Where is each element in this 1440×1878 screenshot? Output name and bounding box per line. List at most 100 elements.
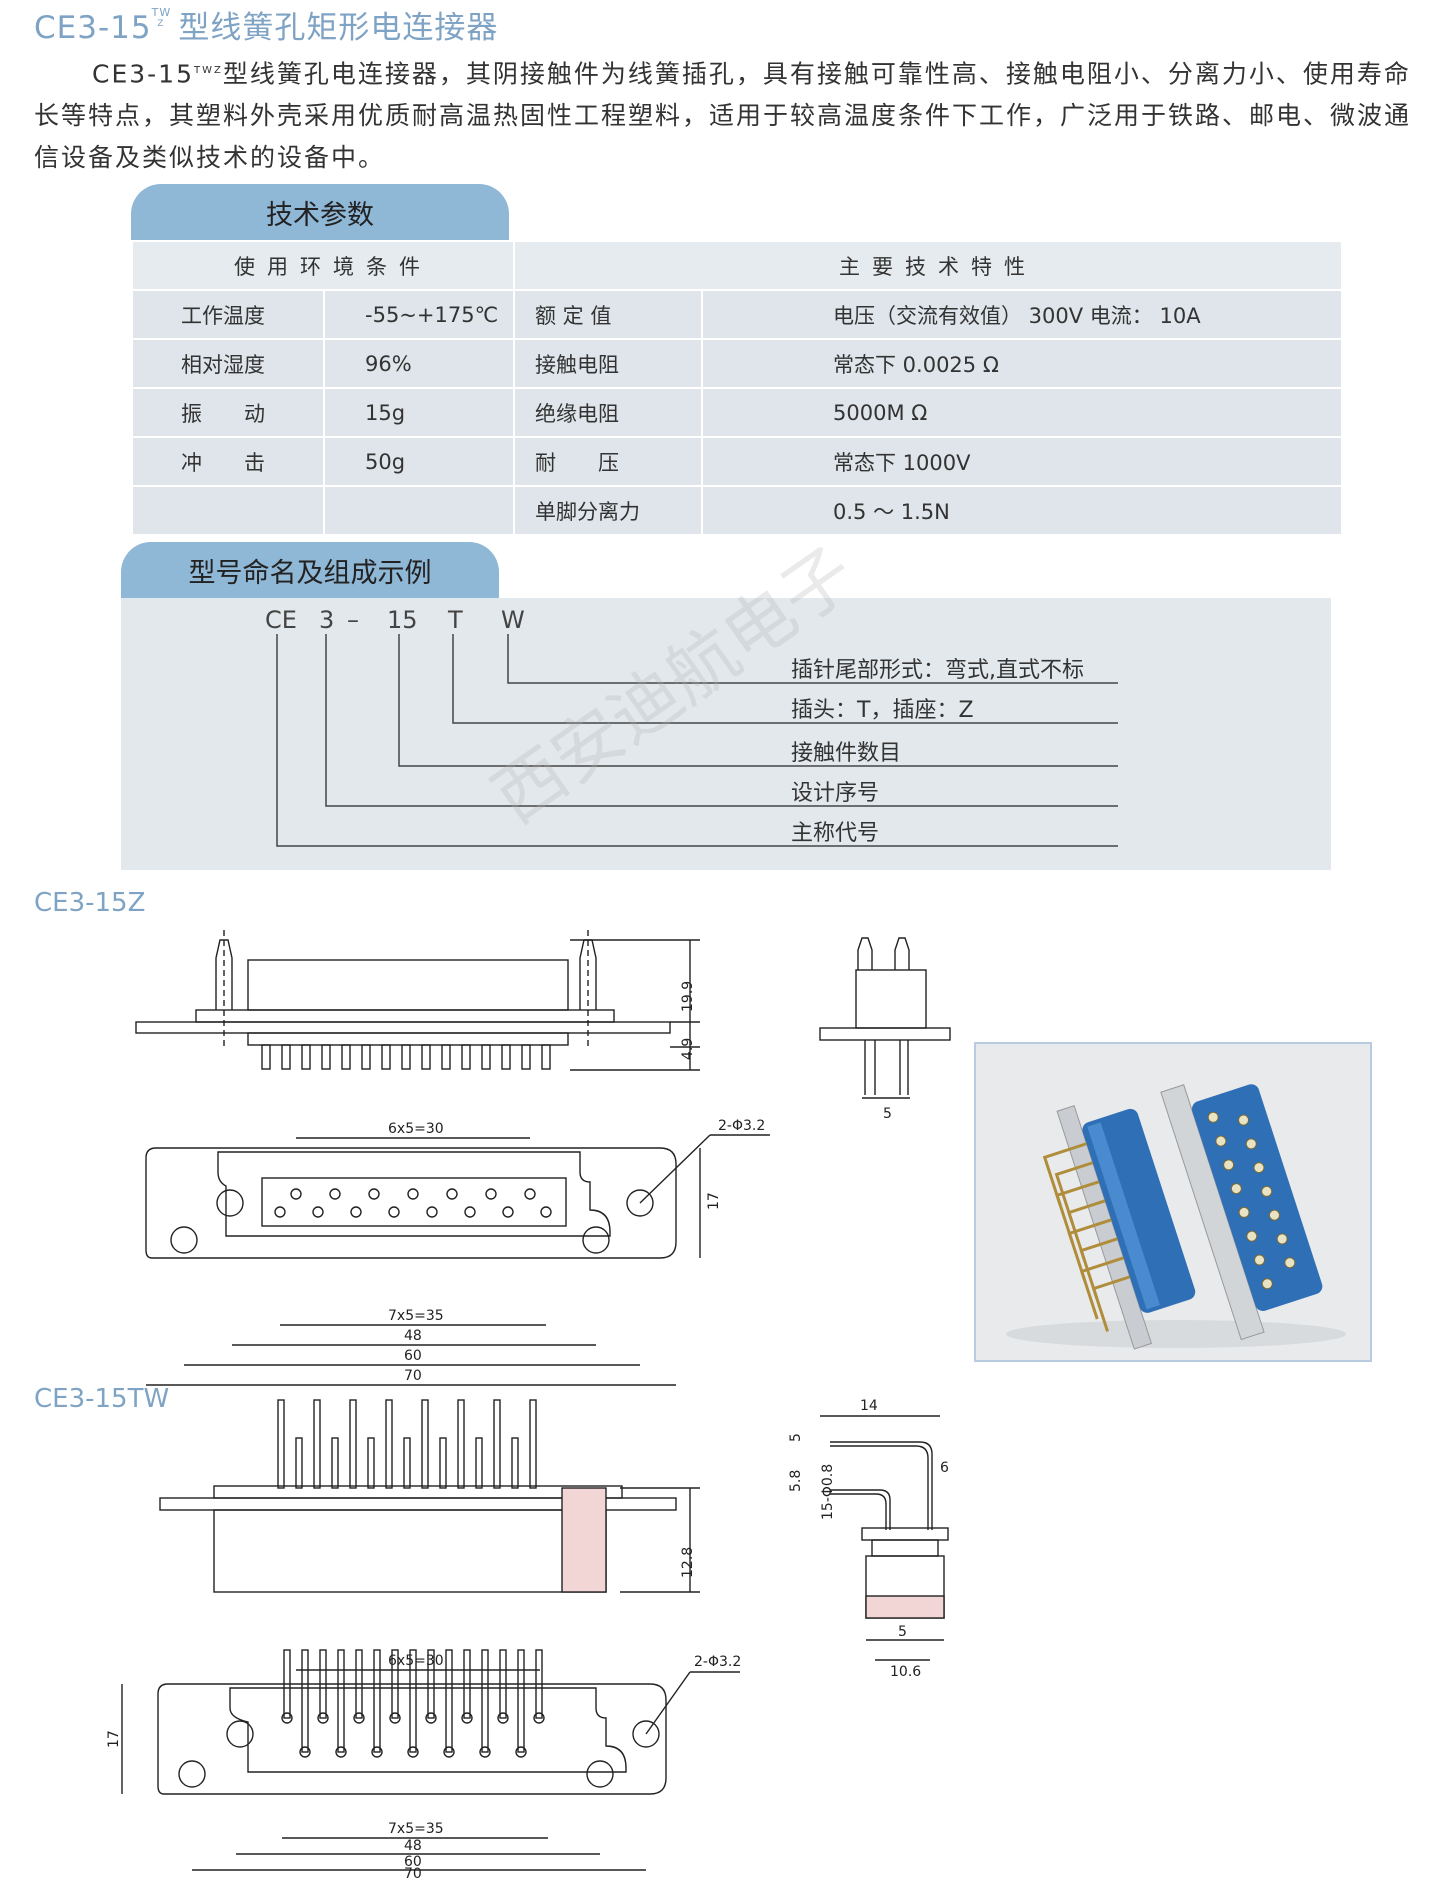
char-header: 主要技术特性 bbox=[513, 240, 1343, 291]
dim-holes: 2-Φ3.2 bbox=[718, 1118, 765, 1134]
char-name: 单脚分离力 bbox=[513, 485, 703, 536]
tail-pin bbox=[341, 1044, 351, 1070]
env-value: -55~+175℃ bbox=[323, 289, 515, 340]
env-name: 工作温度 bbox=[131, 289, 325, 340]
dim-b5: 5 bbox=[898, 1624, 907, 1640]
contact-hole bbox=[407, 1188, 419, 1200]
char-value: 常态下 1000V bbox=[701, 436, 1343, 487]
contact-hole bbox=[368, 1188, 380, 1200]
front-pin-hole bbox=[281, 1712, 293, 1724]
tail-pin bbox=[501, 1044, 511, 1070]
tail-pin bbox=[361, 1044, 371, 1070]
char-name: 绝缘电阻 bbox=[513, 387, 703, 438]
contact-hole bbox=[524, 1188, 536, 1200]
dim-15: 15-Φ0.8 bbox=[820, 1464, 836, 1520]
dim-row1: 6x5=30 bbox=[388, 1653, 444, 1669]
char-value: 电压（交流有效值） 300V 电流： 10A bbox=[701, 289, 1343, 340]
naming-desc: 插头：T，插座：Z bbox=[791, 698, 974, 723]
front-pin bbox=[355, 1649, 363, 1719]
char-value: 5000M Ω bbox=[701, 387, 1343, 438]
dim-row2: 7x5=35 bbox=[388, 1821, 444, 1837]
contact-hole bbox=[485, 1188, 497, 1200]
char-name: 接触电阻 bbox=[513, 338, 703, 389]
upright-pin bbox=[277, 1399, 285, 1489]
intro-model: CE3-15 bbox=[92, 59, 194, 89]
upright-pin bbox=[367, 1437, 375, 1489]
env-name bbox=[131, 485, 325, 536]
env-value: 96% bbox=[323, 338, 515, 389]
naming-leader-lines bbox=[276, 634, 1118, 847]
contact-hole bbox=[350, 1206, 362, 1218]
front-pin-hole bbox=[425, 1712, 437, 1724]
dim-row2: 7x5=35 bbox=[388, 1308, 444, 1324]
code-part: CE bbox=[265, 606, 297, 634]
tail-pin bbox=[401, 1044, 411, 1070]
spec-header-row: 使用环境条件 主要技术特性 bbox=[131, 240, 1343, 291]
dim-6: 6 bbox=[940, 1460, 949, 1476]
dim-b106: 10.6 bbox=[890, 1664, 921, 1680]
dim-height: 19.9 bbox=[680, 981, 696, 1012]
spec-tab-label: 技术参数 bbox=[266, 199, 374, 231]
photo-illustration bbox=[976, 1044, 1370, 1360]
upright-pin bbox=[421, 1399, 429, 1489]
env-name: 振 动 bbox=[131, 387, 325, 438]
upright-pin bbox=[493, 1399, 501, 1489]
front-pin bbox=[517, 1649, 525, 1753]
spec-tab: 技术参数 bbox=[131, 184, 509, 240]
drawing-ce3-15tw: 14 5 5.8 15-Φ0.8 6 12.8 5 10.6 6x5=30 2-… bbox=[106, 1398, 949, 1878]
dim-side: 5 bbox=[883, 1106, 892, 1122]
front-pin bbox=[499, 1649, 507, 1719]
front-pin-hole bbox=[461, 1712, 473, 1724]
env-name: 冲 击 bbox=[131, 436, 325, 487]
front-pin bbox=[391, 1649, 399, 1719]
env-value bbox=[323, 485, 515, 536]
code-part: T bbox=[447, 606, 463, 634]
title-model: CE3-15 bbox=[34, 10, 152, 46]
env-name: 相对湿度 bbox=[131, 338, 325, 389]
tail-pins bbox=[261, 1044, 551, 1070]
contact-hole bbox=[426, 1206, 438, 1218]
intro-sub: Z bbox=[214, 65, 223, 76]
table-row: 冲 击 50g 耐 压 常态下 1000V bbox=[131, 436, 1343, 487]
code-part: – bbox=[347, 606, 359, 634]
front-pin bbox=[481, 1649, 489, 1753]
contact-hole bbox=[290, 1188, 302, 1200]
spec-table: 使用环境条件 主要技术特性 工作温度 -55~+175℃ 额 定 值 电压（交流… bbox=[131, 240, 1343, 536]
char-value: 常态下 0.0025 Ω bbox=[701, 338, 1343, 389]
upright-pin bbox=[511, 1437, 519, 1489]
table-row: 单脚分离力 0.5 ～ 1.5N bbox=[131, 485, 1343, 536]
code-part: 15 bbox=[387, 606, 418, 634]
contact-hole bbox=[388, 1206, 400, 1218]
front-pin-hole bbox=[317, 1712, 329, 1724]
table-row: 振 动 15g 绝缘电阻 5000M Ω bbox=[131, 387, 1343, 438]
contact-hole bbox=[312, 1206, 324, 1218]
dim-48: 48 bbox=[404, 1328, 422, 1344]
dim-48: 48 bbox=[404, 1838, 422, 1854]
front-pin-hole bbox=[335, 1746, 347, 1758]
tail-pin bbox=[281, 1044, 291, 1070]
char-value: 0.5 ～ 1.5N bbox=[701, 485, 1343, 536]
title-sup: TW bbox=[151, 6, 172, 19]
dim-17: 17 bbox=[106, 1730, 122, 1748]
naming-desc: 接触件数目 bbox=[791, 741, 901, 766]
dim-holes: 2-Φ3.2 bbox=[694, 1654, 741, 1670]
front-pin-hole bbox=[389, 1712, 401, 1724]
naming-desc: 插针尾部形式：弯式,直式不标 bbox=[791, 658, 1084, 683]
naming-diagram: CE 3 – 15 T W 插针尾部形式：弯式,直式不标 插头：T，插座：Z 接… bbox=[121, 598, 1331, 870]
front-pin-hole bbox=[479, 1746, 491, 1758]
front-pin bbox=[535, 1649, 543, 1719]
front-pin-hole bbox=[299, 1746, 311, 1758]
char-name: 耐 压 bbox=[513, 436, 703, 487]
contact-holes bbox=[274, 1188, 552, 1218]
front-pins bbox=[281, 1649, 545, 1758]
env-value: 15g bbox=[323, 387, 515, 438]
naming-tab: 型号命名及组成示例 bbox=[121, 542, 499, 598]
product-photo bbox=[974, 1042, 1372, 1362]
dim-5: 5 bbox=[788, 1433, 804, 1442]
naming-svg: CE 3 – 15 T W 插针尾部形式：弯式,直式不标 插头：T，插座：Z 接… bbox=[265, 606, 1118, 847]
dim-60: 60 bbox=[404, 1854, 422, 1870]
dim-top14: 14 bbox=[860, 1398, 878, 1414]
intro-sup: TW bbox=[194, 65, 214, 76]
contact-hole bbox=[502, 1206, 514, 1218]
tail-pin bbox=[461, 1044, 471, 1070]
